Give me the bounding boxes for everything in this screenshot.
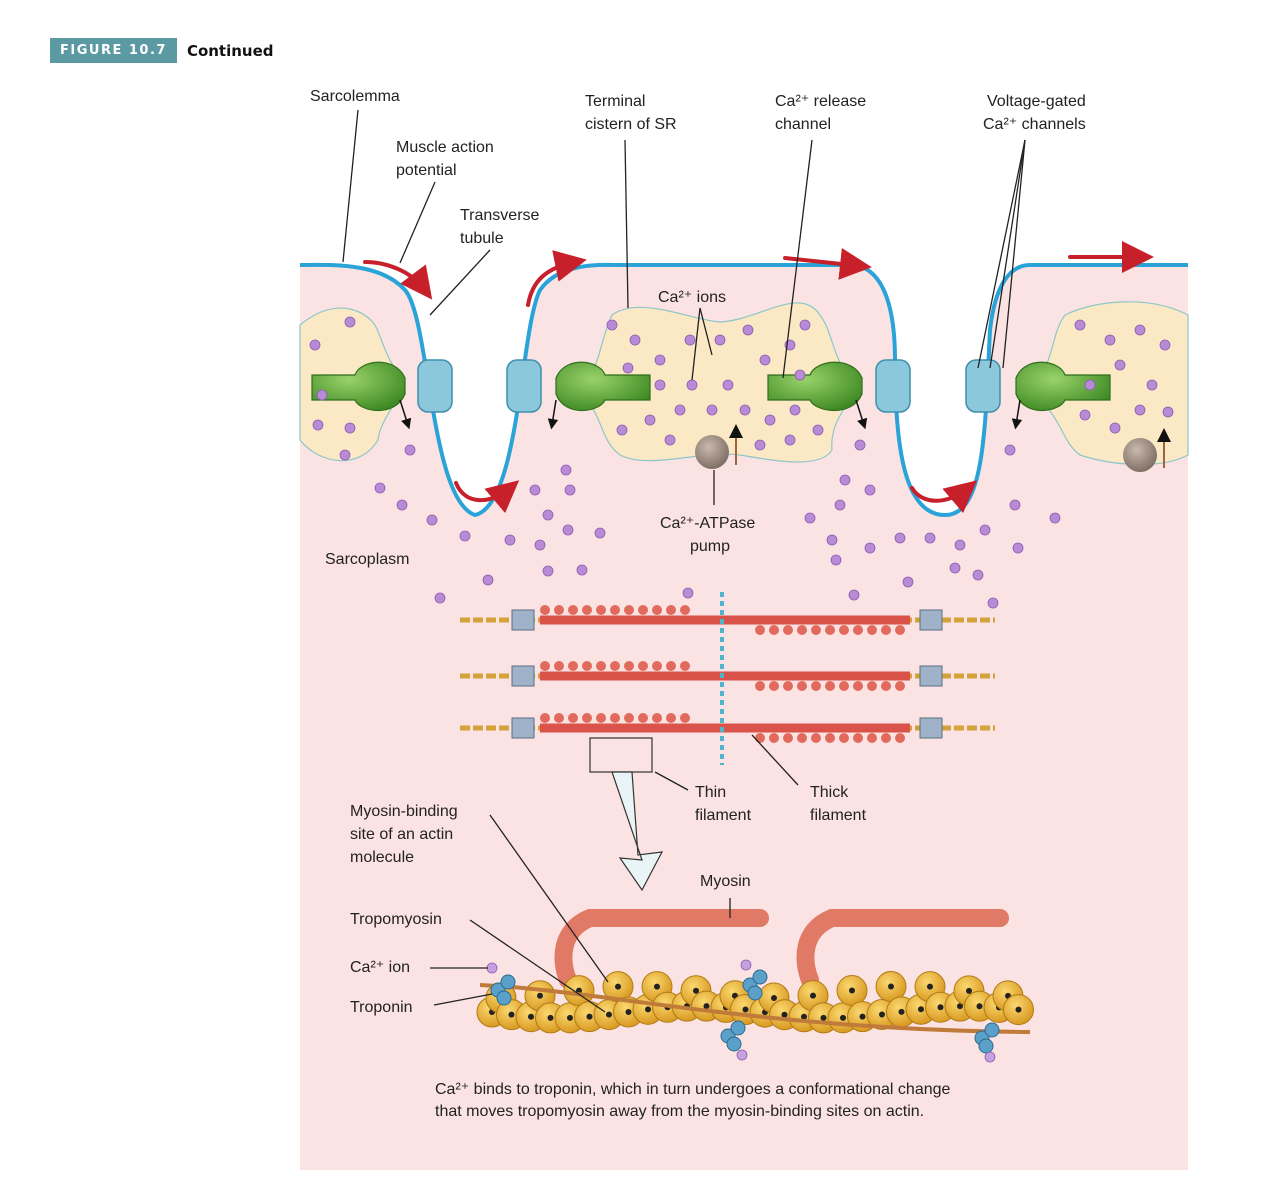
diagram-labels: Sarcolemma Muscle action potential Trans… <box>310 88 1086 1120</box>
thin-filament-detail <box>476 909 1034 1034</box>
troponin-clusters <box>486 959 1000 1063</box>
figure-header: FIGURE 10.7 Continued <box>50 38 274 63</box>
figure-continued: Continued <box>186 41 274 60</box>
calcium-ions <box>309 316 1174 609</box>
voltage-gated-channels <box>417 359 1001 413</box>
label-myosin: Myosin <box>700 873 751 890</box>
label-t-tubule-2: tubule <box>460 230 504 247</box>
label-sarcolemma: Sarcolemma <box>310 88 400 105</box>
ca-atpase-pumps <box>695 424 1171 472</box>
label-action-potential-2: potential <box>396 162 457 179</box>
label-thick-2: filament <box>810 807 867 824</box>
label-binding-site-3: molecule <box>350 849 414 866</box>
caption-line-1: Ca²⁺ binds to troponin, which in turn un… <box>435 1081 951 1098</box>
sarcoplasm-region <box>300 264 1188 1170</box>
label-sarcoplasm: Sarcoplasm <box>325 551 409 568</box>
leader-lines <box>342 109 1026 1013</box>
figure-tag: FIGURE 10.7 <box>50 38 177 63</box>
label-troponin: Troponin <box>350 999 413 1016</box>
label-binding-site-1: Myosin-binding <box>350 803 458 820</box>
label-t-tubule-1: Transverse <box>460 207 540 224</box>
label-action-potential-1: Muscle action <box>396 139 494 156</box>
label-release-channel-2: channel <box>775 116 831 133</box>
label-thick-1: Thick <box>810 784 849 801</box>
label-terminal-cistern-2: cistern of SR <box>585 116 677 133</box>
label-voltage-channels-2: Ca²⁺ channels <box>983 116 1086 133</box>
release-arrows <box>399 399 1023 430</box>
label-thin-2: filament <box>695 807 752 824</box>
ca-release-channels <box>311 361 1111 411</box>
label-tropomyosin: Tropomyosin <box>350 911 442 928</box>
label-atpase-1: Ca²⁺-ATPase <box>660 515 755 532</box>
sarcomere <box>460 592 995 773</box>
caption-line-2: that moves tropomyosin away from the myo… <box>435 1103 924 1120</box>
label-atpase-2: pump <box>690 538 730 555</box>
label-terminal-cistern-1: Terminal <box>585 93 645 110</box>
label-ca-ion: Ca²⁺ ion <box>350 959 410 976</box>
zoom-arrow <box>611 771 664 892</box>
label-ca-ions: Ca²⁺ ions <box>658 289 726 306</box>
label-binding-site-2: site of an actin <box>350 826 453 843</box>
label-thin-1: Thin <box>695 784 726 801</box>
label-voltage-channels-1: Voltage-gated <box>987 93 1086 110</box>
label-release-channel-1: Ca²⁺ release <box>775 93 866 110</box>
